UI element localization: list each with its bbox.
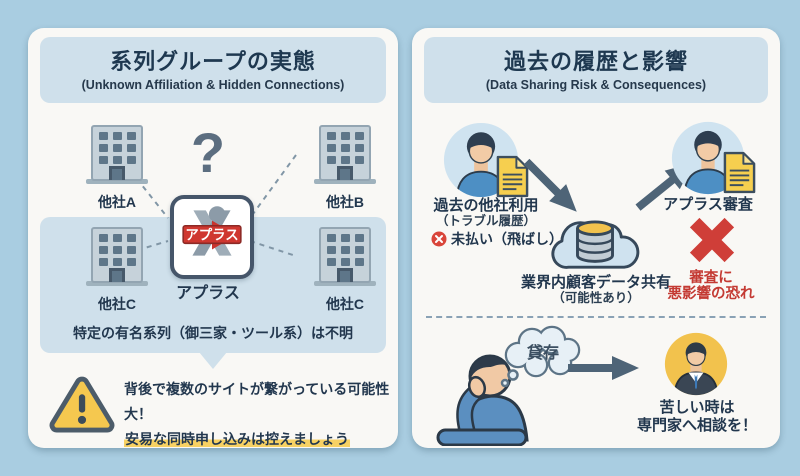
- red-x-icon: [689, 217, 735, 263]
- consultant-avatar-icon: [664, 332, 728, 396]
- applicant-avatar-icon: [443, 122, 519, 198]
- risk-line1: 審査に: [689, 270, 733, 286]
- company-a-label: 他社A: [97, 194, 137, 210]
- company-c1-label: 他社C: [97, 296, 137, 312]
- left-panel: 系列グループの実態 (Unknown Affiliation & Hidden …: [28, 28, 398, 448]
- dashed-divider: [426, 316, 766, 318]
- band-note-text: 特定の有名系列（御三家・ツール系）は不明: [73, 325, 353, 341]
- cloud-database-icon: [551, 220, 640, 269]
- unpaid-row: 未払い（飛ばし）: [431, 229, 563, 249]
- building-icon: [314, 227, 376, 286]
- building-icon: [86, 125, 148, 184]
- worried-person-icon: [436, 354, 529, 446]
- building-icon: [314, 125, 376, 184]
- svg-text:貸存: 貸存: [526, 343, 559, 362]
- company-c2-label: 他社C: [325, 296, 365, 312]
- arrow-right-icon: [523, 158, 577, 212]
- arrow-right-icon: [568, 356, 639, 380]
- thought-bubble-icon: 貸存: [500, 325, 581, 387]
- circle-x-icon: [431, 231, 447, 247]
- aplus-logo-box: アプラス: [170, 195, 254, 279]
- past-use-sub: （トラブル履歴）: [435, 214, 536, 228]
- aplus-label: アプラス: [176, 285, 240, 302]
- advice-line1: 苦しい時は: [659, 399, 735, 416]
- past-use-label: 過去の他社利用: [433, 197, 539, 214]
- svg-text:アプラス: アプラス: [185, 228, 238, 243]
- right-panel-title: 過去の履歴と影響: [503, 48, 688, 74]
- review-label: アプラス審査: [663, 196, 753, 213]
- warning-text: 背後で複数のサイトが繋がっている可能性大！ 安易な同時申し込みは控えましょう: [124, 377, 390, 452]
- left-panel-title: 系列グループの実態: [110, 48, 316, 74]
- right-panel: 過去の履歴と影響 (Data Sharing Risk & Consequenc…: [412, 28, 780, 448]
- company-b-label: 他社B: [325, 194, 365, 210]
- risk-text: 審査に 悪影響の恐れ: [638, 270, 784, 302]
- building-icon: [86, 227, 148, 286]
- data-sharing-sub: （可能性あり）: [552, 291, 640, 305]
- left-panel-header: 系列グループの実態 (Unknown Affiliation & Hidden …: [40, 37, 386, 103]
- document-icon: [496, 155, 529, 198]
- right-panel-header: 過去の履歴と影響 (Data Sharing Risk & Consequenc…: [424, 37, 768, 103]
- warning-line2: 安易な同時申し込みは控えましょう: [124, 431, 350, 447]
- advice-line2: 専門家へ相談を！: [636, 417, 757, 434]
- aplus-logo-icon: アプラス: [182, 206, 242, 256]
- right-panel-subtitle: (Data Sharing Risk & Consequences): [485, 77, 707, 92]
- advice-text: 苦しい時は 専門家へ相談を！: [615, 399, 779, 435]
- left-panel-subtitle: (Unknown Affiliation & Hidden Connection…: [81, 77, 345, 92]
- warning-icon: [49, 376, 115, 433]
- document-icon: [723, 151, 756, 194]
- data-sharing-label: 業界内顧客データ共有: [520, 274, 671, 291]
- question-mark: ?: [190, 121, 226, 184]
- risk-line2: 悪影響の恐れ: [667, 286, 755, 302]
- unpaid-label: 未払い（飛ばし）: [451, 231, 563, 247]
- warning-line1: 背後で複数のサイトが繋がっている可能性大！: [124, 381, 390, 422]
